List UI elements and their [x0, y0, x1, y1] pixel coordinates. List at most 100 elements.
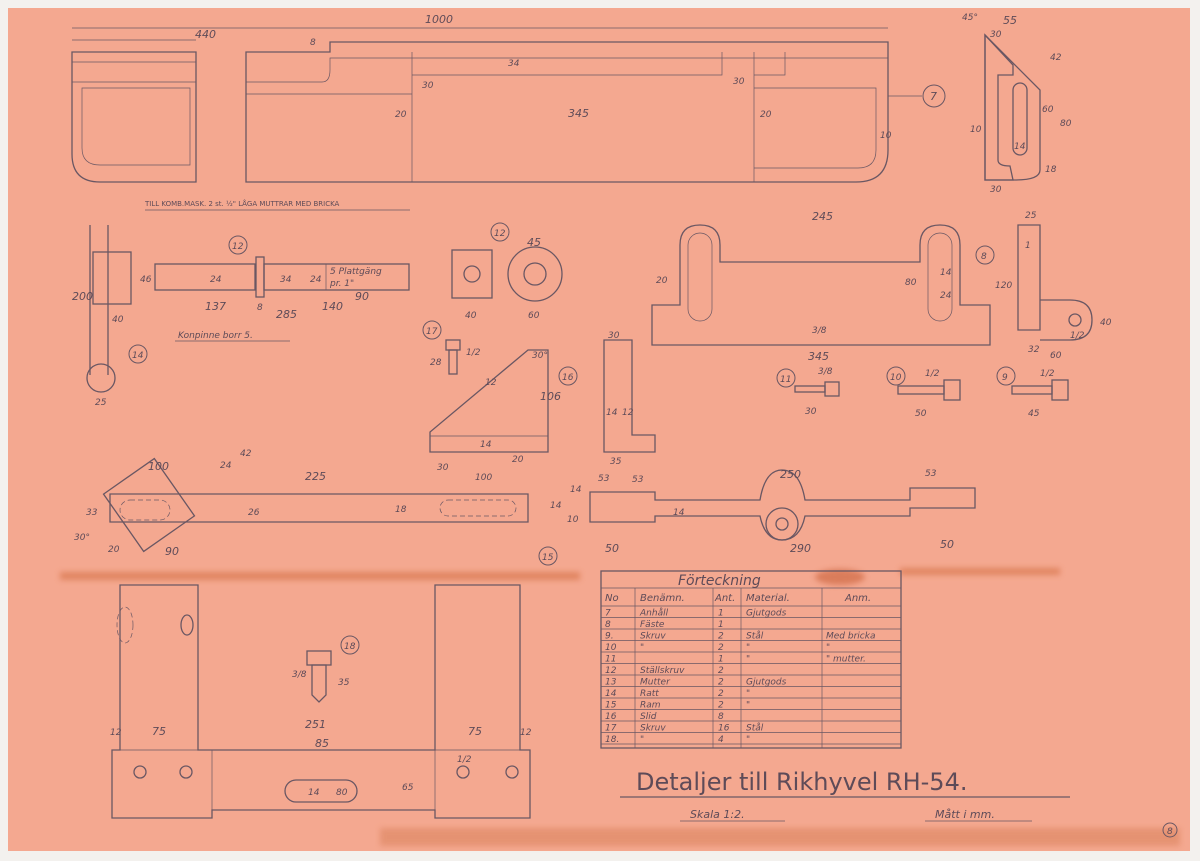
table-cell: 2	[718, 701, 724, 711]
dim: 24	[210, 275, 222, 285]
dim: 120	[995, 281, 1012, 291]
dim: 42	[1050, 53, 1062, 63]
dim: 20	[395, 110, 407, 120]
dim: 40	[1100, 318, 1112, 328]
dim: 30	[990, 30, 1002, 40]
long-slide-view: 53 250 14 50 290 50 53	[589, 468, 976, 555]
note-text: TILL KOMB.MASK. 2 st. ½" LÅGA MUTTRAR ME…	[144, 199, 340, 208]
dim: 245	[812, 210, 833, 223]
paper-background	[8, 8, 1190, 851]
profile-section-7: 45° 55 30 42 60 80 10 14 18 30	[962, 13, 1072, 195]
table-cell: 18.	[605, 735, 619, 745]
dim: 10	[880, 131, 892, 141]
dim: 1/2	[1070, 331, 1085, 341]
dim: 3/8	[818, 367, 833, 377]
table-cell: 8	[605, 620, 611, 630]
table-cell: Ratt	[640, 689, 659, 699]
column-header: No	[605, 593, 619, 604]
dim: 12	[110, 728, 122, 738]
balloon-9: 9	[1002, 373, 1008, 383]
dim: 440	[195, 28, 216, 41]
table-cell: Ställskruv	[640, 666, 685, 676]
dim: 40	[112, 315, 124, 325]
dim: 10	[567, 515, 579, 525]
dim: 53	[925, 469, 937, 479]
dim: 345	[808, 350, 829, 363]
table-cell: 7	[605, 609, 611, 619]
small-screws: 11 3/8 30 10 1/2 50 9 1/2 45	[776, 366, 1069, 419]
dim: 24	[940, 291, 952, 301]
dim: 100	[475, 473, 492, 483]
dim: 60	[1050, 351, 1062, 361]
dim: 80	[336, 788, 348, 798]
table-cell: 2	[718, 666, 724, 676]
dim: 30°	[532, 351, 548, 361]
dim: 12	[485, 378, 497, 388]
dim: 12	[520, 728, 532, 738]
table-cell: 2	[718, 632, 724, 642]
table-cell: 10	[605, 643, 617, 653]
dim: 1	[1025, 241, 1031, 251]
dim: 20	[760, 110, 772, 120]
dim: 45	[1028, 409, 1040, 419]
balloon-12: 12	[232, 242, 244, 252]
dim: 28	[430, 358, 442, 368]
dim: 14	[1014, 142, 1026, 152]
frame-bottom-view: 18 3/8 35 12 75 251 75 12 85 1/2 14 80 6…	[110, 584, 532, 819]
sheet-mark: 8	[1167, 827, 1173, 837]
dim: 85	[315, 737, 329, 750]
dim: 10	[970, 125, 982, 135]
dim: 75	[152, 725, 166, 738]
stains	[60, 568, 1180, 846]
dim: 80	[905, 278, 917, 288]
dim: 14	[673, 508, 685, 518]
balloon-7: 7	[930, 90, 937, 103]
dim: 53	[632, 475, 644, 485]
column-header: Benämn.	[640, 593, 685, 604]
dim: 35	[338, 678, 350, 688]
nut-12: 12 40 45 60	[451, 222, 563, 321]
table-cell: Anhåll	[639, 608, 669, 619]
dim: 8	[257, 303, 263, 313]
dim: 33	[86, 508, 98, 518]
balloon-11: 11	[780, 375, 791, 385]
pin-note: Konpinne borr 5.	[178, 331, 253, 341]
dim: 60	[1042, 105, 1054, 115]
dim: 1/2	[1040, 369, 1055, 379]
table-cell: 2	[718, 678, 724, 688]
dim: 90	[355, 290, 369, 303]
dim: 30	[437, 463, 449, 473]
table-cell: Gjutgods	[746, 678, 787, 688]
dim: 345	[568, 107, 589, 120]
dim: 24	[310, 275, 322, 285]
dim: 50	[605, 542, 619, 555]
table-cell: "	[640, 643, 644, 653]
dim: 32	[1028, 345, 1040, 355]
table-cell: 12	[605, 666, 617, 676]
balloon-15: 15	[542, 553, 554, 563]
table-cell: Gjutgods	[746, 609, 787, 619]
table-cell: 2	[718, 689, 724, 699]
dim: 25	[1025, 211, 1037, 221]
title-block: Detaljer till Rikhyvel RH-54. Skala 1:2.…	[620, 768, 1178, 838]
table-cell: 1	[718, 609, 724, 619]
dim: 50	[915, 409, 927, 419]
dim: 12	[622, 408, 634, 418]
parts-list-title: Förteckning	[678, 573, 761, 589]
dim: 55	[1003, 14, 1017, 27]
balloon-18: 18	[344, 642, 356, 652]
dim: 34	[508, 59, 520, 69]
dim: 34	[280, 275, 292, 285]
dim: 20	[656, 276, 668, 286]
dim: 30	[608, 331, 620, 341]
dim: 24	[220, 461, 232, 471]
dim: 14	[606, 408, 618, 418]
dim: 46	[140, 275, 152, 285]
dim: 14	[550, 501, 562, 511]
balloon-10: 10	[890, 373, 902, 383]
dim: 18	[395, 505, 407, 515]
thread-note: pr. 1"	[329, 279, 354, 289]
top-rail-view: 440 1000 345 30 30 20 20 10 8 34 7	[71, 13, 946, 183]
units-label: Mått i mm.	[935, 808, 995, 821]
dim: 20	[512, 455, 524, 465]
